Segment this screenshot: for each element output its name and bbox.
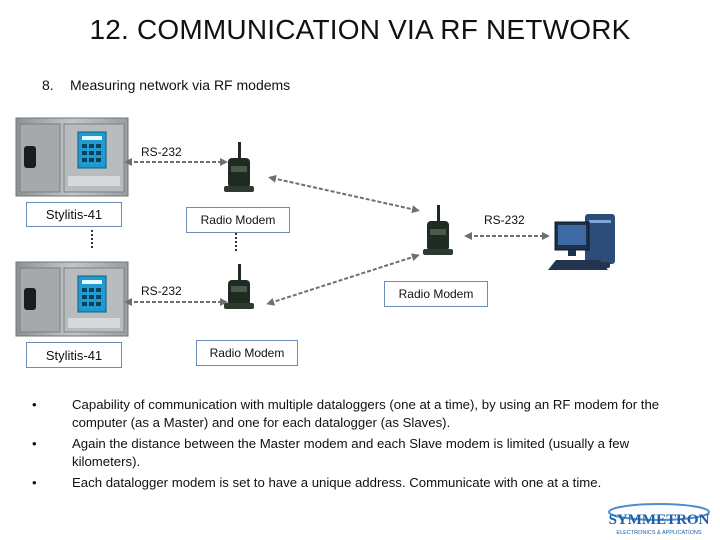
radio-modem-right-icon bbox=[423, 205, 453, 255]
datalogger-top-label: Stylitis-41 bbox=[26, 202, 122, 227]
logo-tagline: ELECTRONICS & APPLICATIONS bbox=[616, 530, 702, 536]
rf-link-top bbox=[268, 174, 420, 214]
datalogger-top-image bbox=[15, 117, 129, 197]
computer-icon bbox=[548, 214, 615, 270]
rs232-top-label: RS-232 bbox=[141, 145, 182, 159]
symmetron-logo: SYMMETRON ELECTRONICS & APPLICATIONS bbox=[608, 503, 710, 536]
bullet-text: Capability of communication with multipl… bbox=[72, 397, 660, 430]
slide-title: 12. COMMUNICATION VIA RF NETWORK bbox=[89, 14, 631, 45]
bullet-list: • Capability of communication with multi… bbox=[30, 396, 680, 495]
radio-modem-right-label: Radio Modem bbox=[384, 281, 488, 307]
radio-modem-bottom-label: Radio Modem bbox=[196, 340, 298, 366]
bullet-text: Each datalogger modem is set to have a u… bbox=[72, 475, 602, 490]
bullet-marker: • bbox=[32, 397, 37, 412]
bullet-marker: • bbox=[32, 436, 37, 451]
bullet-marker: • bbox=[32, 475, 37, 490]
bullet-item: • Again the distance between the Master … bbox=[30, 435, 680, 471]
datalogger-bottom-image bbox=[15, 261, 129, 337]
bullet-item: • Capability of communication with multi… bbox=[30, 396, 680, 432]
radio-modem-top-icon bbox=[224, 142, 254, 192]
section-heading: 8. Measuring network via RF modems bbox=[42, 77, 290, 93]
logo-name: SYMMETRON bbox=[609, 512, 710, 528]
radio-modem-top-label: Radio Modem bbox=[186, 207, 290, 233]
bullet-item: • Each datalogger modem is set to have a… bbox=[30, 474, 680, 492]
section-heading-text: Measuring network via RF modems bbox=[70, 77, 291, 93]
radio-modem-bottom-icon bbox=[224, 264, 254, 309]
bullet-text: Again the distance between the Master mo… bbox=[72, 436, 630, 469]
datalogger-bottom-label: Stylitis-41 bbox=[26, 342, 122, 368]
section-number: 8. bbox=[42, 77, 54, 93]
rs232-middle-label: RS-232 bbox=[141, 284, 182, 298]
rf-link-bottom bbox=[266, 253, 420, 306]
rs232-right-label: RS-232 bbox=[484, 213, 525, 227]
